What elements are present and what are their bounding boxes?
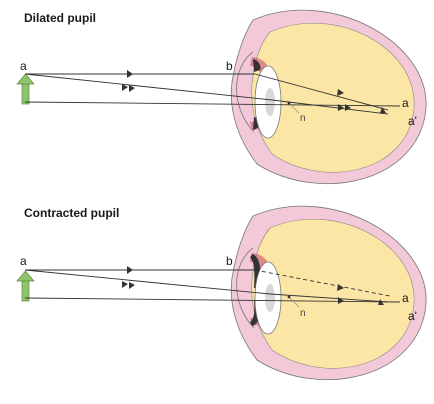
lens-nucleus: [265, 284, 275, 312]
object-arrow: [16, 270, 35, 302]
object-arrow: [16, 73, 35, 105]
iris-upper: [253, 59, 261, 72]
ray-arrow: [122, 84, 128, 91]
ray-arrow: [129, 282, 135, 289]
ray-lower-incoming: [24, 73, 273, 101]
ray-arrow: [380, 107, 386, 113]
ray-lower-incoming: [24, 269, 271, 295]
label-b: b: [226, 254, 233, 268]
label-n: n: [300, 113, 306, 124]
nodal-point: [287, 101, 291, 105]
ray-upper-blocked: [254, 269, 391, 297]
panel-title: Contracted pupil: [24, 206, 119, 220]
ray-arrow: [129, 85, 135, 92]
ray-arrow: [338, 297, 344, 304]
ray-upper-refracted: [254, 73, 389, 111]
label-image-a: a: [402, 291, 409, 305]
ray-arrow: [378, 299, 384, 305]
ray-arrow: [337, 284, 344, 291]
ray-lower-refracted: [271, 99, 389, 115]
axis-line: [24, 101, 401, 107]
ray-arrow: [338, 104, 344, 111]
label-a: a: [20, 59, 27, 73]
label-image-a-prime: a': [408, 309, 417, 323]
label-n: n: [300, 308, 306, 319]
panel-dilated: Dilated pupil: [16, 9, 427, 185]
eye-contracted: [230, 205, 427, 381]
eye-dilated: [230, 9, 427, 185]
nodal-point: [287, 295, 291, 299]
panel-title: Dilated pupil: [24, 11, 96, 25]
ray-arrow: [345, 104, 351, 111]
label-b: b: [226, 59, 233, 73]
ray-arrow: [337, 89, 344, 96]
label-image-a-prime: a': [408, 114, 417, 128]
axis-line: [24, 297, 401, 303]
lens-nucleus: [265, 88, 275, 116]
panel-contracted: Contracted pupil: [16, 205, 427, 381]
ray-lower-refracted: [269, 293, 389, 303]
label-image-a: a: [402, 96, 409, 110]
label-a: a: [20, 254, 27, 268]
ray-arrow: [127, 266, 133, 274]
ray-arrow: [122, 281, 128, 288]
ray-arrow: [127, 70, 133, 78]
